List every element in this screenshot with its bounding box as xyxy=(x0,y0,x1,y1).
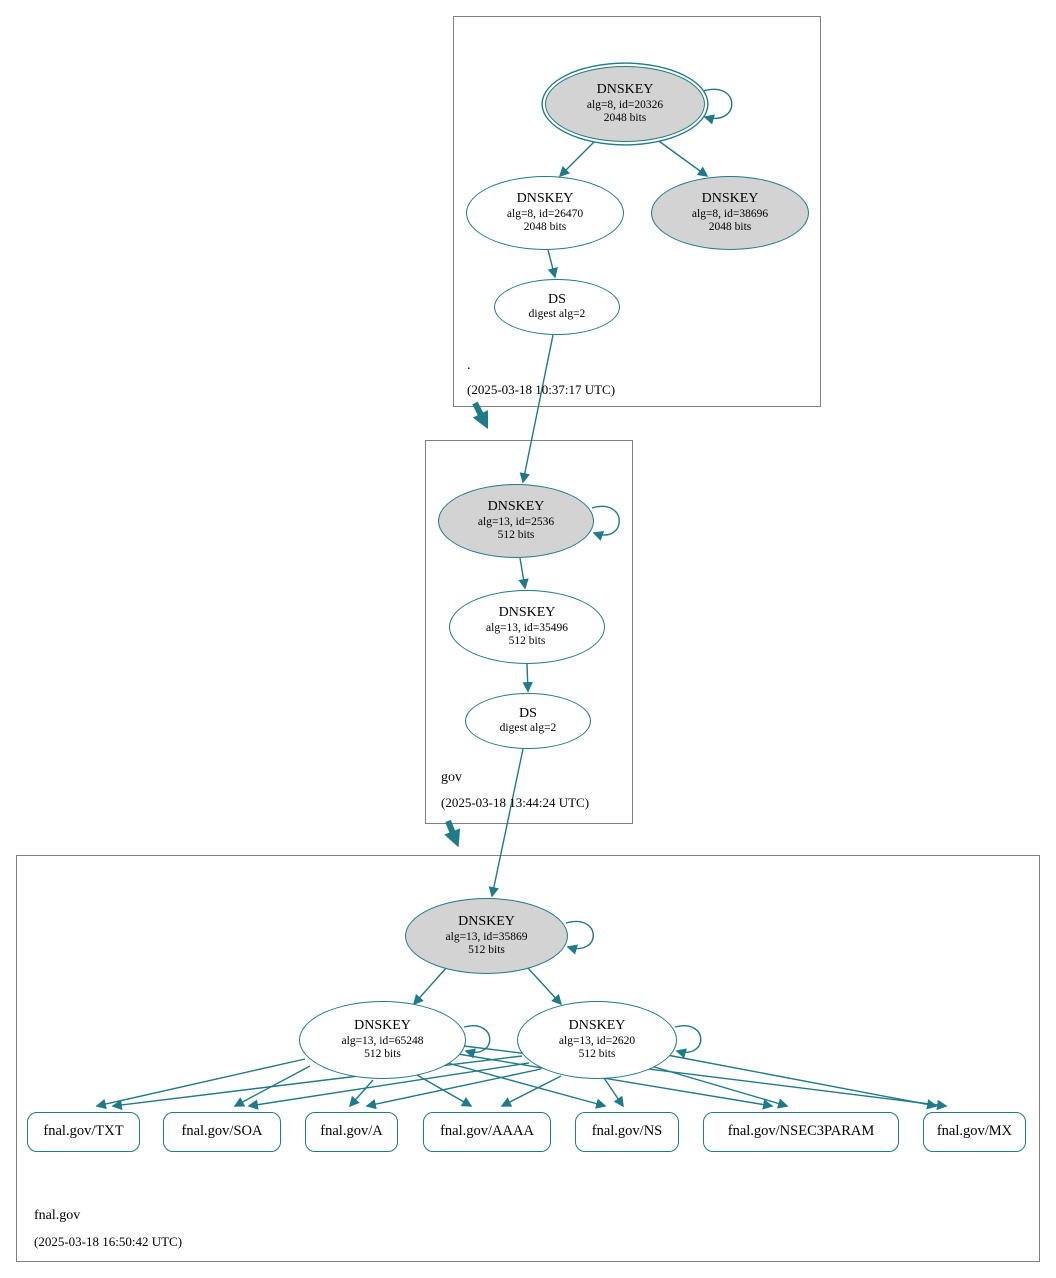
node-title: DNSKEY xyxy=(458,914,515,930)
node-digest: digest alg=2 xyxy=(528,308,586,321)
node-alg-id: alg=13, id=65248 xyxy=(341,1034,424,1047)
rrset-fnal-txt-node[interactable]: fnal.gov/TXT xyxy=(27,1112,140,1152)
rrset-label: fnal.gov/MX xyxy=(936,1123,1013,1140)
rrset-label: fnal.gov/NS xyxy=(591,1123,663,1140)
node-title: DNSKEY xyxy=(701,191,759,207)
rrset-label: fnal.gov/SOA xyxy=(181,1123,263,1140)
node-alg-id: alg=8, id=20326 xyxy=(586,98,664,111)
node-alg-id: alg=13, id=2536 xyxy=(477,515,555,528)
node-title: DNSKEY xyxy=(568,1018,626,1034)
gov-zone-timestamp: (2025-03-18 13:44:24 UTC) xyxy=(441,795,590,810)
fnal-zone-label: fnal.gov xyxy=(34,1208,81,1223)
node-title: DNSKEY xyxy=(498,605,556,621)
node-alg-id: alg=13, id=2620 xyxy=(558,1034,636,1047)
node-title: DNSKEY xyxy=(596,82,654,98)
node-bits: 512 bits xyxy=(364,1048,401,1061)
fnal-ksk-dnskey-node[interactable]: DNSKEY alg=13, id=35869 512 bits xyxy=(405,898,568,974)
node-bits: 2048 bits xyxy=(708,221,752,234)
node-bits: 2048 bits xyxy=(523,221,567,234)
rrset-fnal-aaaa-node[interactable]: fnal.gov/AAAA xyxy=(423,1112,551,1152)
edge-gov-to-fnal-delegation xyxy=(444,819,461,848)
rrset-fnal-soa-node[interactable]: fnal.gov/SOA xyxy=(163,1112,281,1152)
fnal-zsk1-dnskey-node[interactable]: DNSKEY alg=13, id=65248 512 bits xyxy=(299,1001,466,1079)
fnal-zone-timestamp: (2025-03-18 16:50:42 UTC) xyxy=(34,1234,183,1249)
root-ds-node[interactable]: DS digest alg=2 xyxy=(494,279,620,335)
root-zone-label: . xyxy=(467,358,471,373)
rrset-fnal-ns-node[interactable]: fnal.gov/NS xyxy=(575,1112,679,1152)
rrset-fnal-a-node[interactable]: fnal.gov/A xyxy=(305,1112,398,1152)
rrset-label: fnal.gov/AAAA xyxy=(440,1123,534,1140)
node-alg-id: alg=8, id=26470 xyxy=(506,207,584,220)
rrset-label: fnal.gov/TXT xyxy=(43,1123,124,1140)
root-ksk-dnskey-node[interactable]: DNSKEY alg=8, id=20326 2048 bits xyxy=(545,66,705,142)
fnal-zsk2-dnskey-node[interactable]: DNSKEY alg=13, id=2620 512 bits xyxy=(517,1001,677,1079)
node-digest: digest alg=2 xyxy=(499,722,557,735)
node-bits: 2048 bits xyxy=(603,112,647,125)
node-bits: 512 bits xyxy=(497,529,535,542)
root-zone-timestamp: (2025-03-18 10:37:17 UTC) xyxy=(467,382,616,397)
root-dnskey-38696-node[interactable]: DNSKEY alg=8, id=38696 2048 bits xyxy=(651,176,809,250)
root-zone-box xyxy=(453,16,821,407)
rrset-label: fnal.gov/A xyxy=(320,1123,383,1140)
node-title: DNSKEY xyxy=(354,1018,411,1034)
rrset-fnal-mx-node[interactable]: fnal.gov/MX xyxy=(923,1112,1026,1152)
gov-ds-node[interactable]: DS digest alg=2 xyxy=(465,693,591,749)
node-alg-id: alg=8, id=38696 xyxy=(691,207,769,220)
root-zsk-dnskey-node[interactable]: DNSKEY alg=8, id=26470 2048 bits xyxy=(466,176,624,250)
rrset-label: fnal.gov/NSEC3PARAM xyxy=(727,1123,875,1140)
node-alg-id: alg=13, id=35869 xyxy=(445,930,528,943)
node-title: DNSKEY xyxy=(516,191,574,207)
node-bits: 512 bits xyxy=(578,1048,616,1061)
rrset-fnal-nsec3param-node[interactable]: fnal.gov/NSEC3PARAM xyxy=(703,1112,899,1152)
node-alg-id: alg=13, id=35496 xyxy=(486,621,568,634)
node-bits: 512 bits xyxy=(508,635,546,648)
node-title: DS xyxy=(519,705,537,721)
gov-zsk-dnskey-node[interactable]: DNSKEY alg=13, id=35496 512 bits xyxy=(449,590,605,664)
gov-ksk-dnskey-node[interactable]: DNSKEY alg=13, id=2536 512 bits xyxy=(438,484,594,558)
fnal-zone-box xyxy=(16,855,1040,1262)
node-title: DNSKEY xyxy=(487,499,545,515)
gov-zone-label: gov xyxy=(441,770,462,785)
node-bits: 512 bits xyxy=(468,944,505,957)
node-title: DS xyxy=(548,291,566,307)
